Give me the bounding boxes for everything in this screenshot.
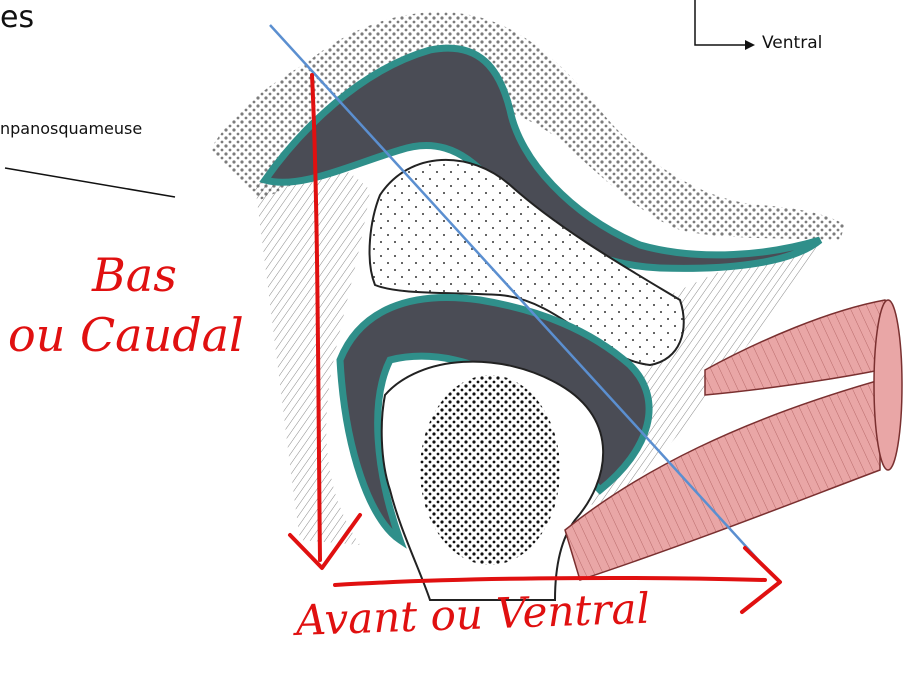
muscle-cut-end (873, 299, 903, 471)
temporal-bone-outline (210, 12, 845, 240)
handwritten-caudal: ou Caudal (8, 308, 244, 362)
ventral-axis-line (694, 0, 745, 46)
red-arrowhead-down (288, 513, 362, 570)
tympanosquameuse-label: npanosquameuse (0, 119, 143, 138)
title-fragment: es (0, 0, 35, 35)
capsule-ligament-left (255, 159, 370, 545)
blue-guide-line (269, 24, 773, 576)
upper-articular-layer (259, 44, 823, 272)
red-arrow-right (333, 575, 767, 587)
red-arrowhead-right (740, 546, 782, 614)
condyle-stipple (420, 375, 560, 565)
label-pointer-line (4, 167, 176, 198)
handwritten-bas: Bas (92, 248, 177, 302)
ventral-axis-arrowhead (745, 40, 755, 50)
red-arrow-down (310, 73, 322, 562)
ventral-axis-label: Ventral (762, 33, 823, 53)
